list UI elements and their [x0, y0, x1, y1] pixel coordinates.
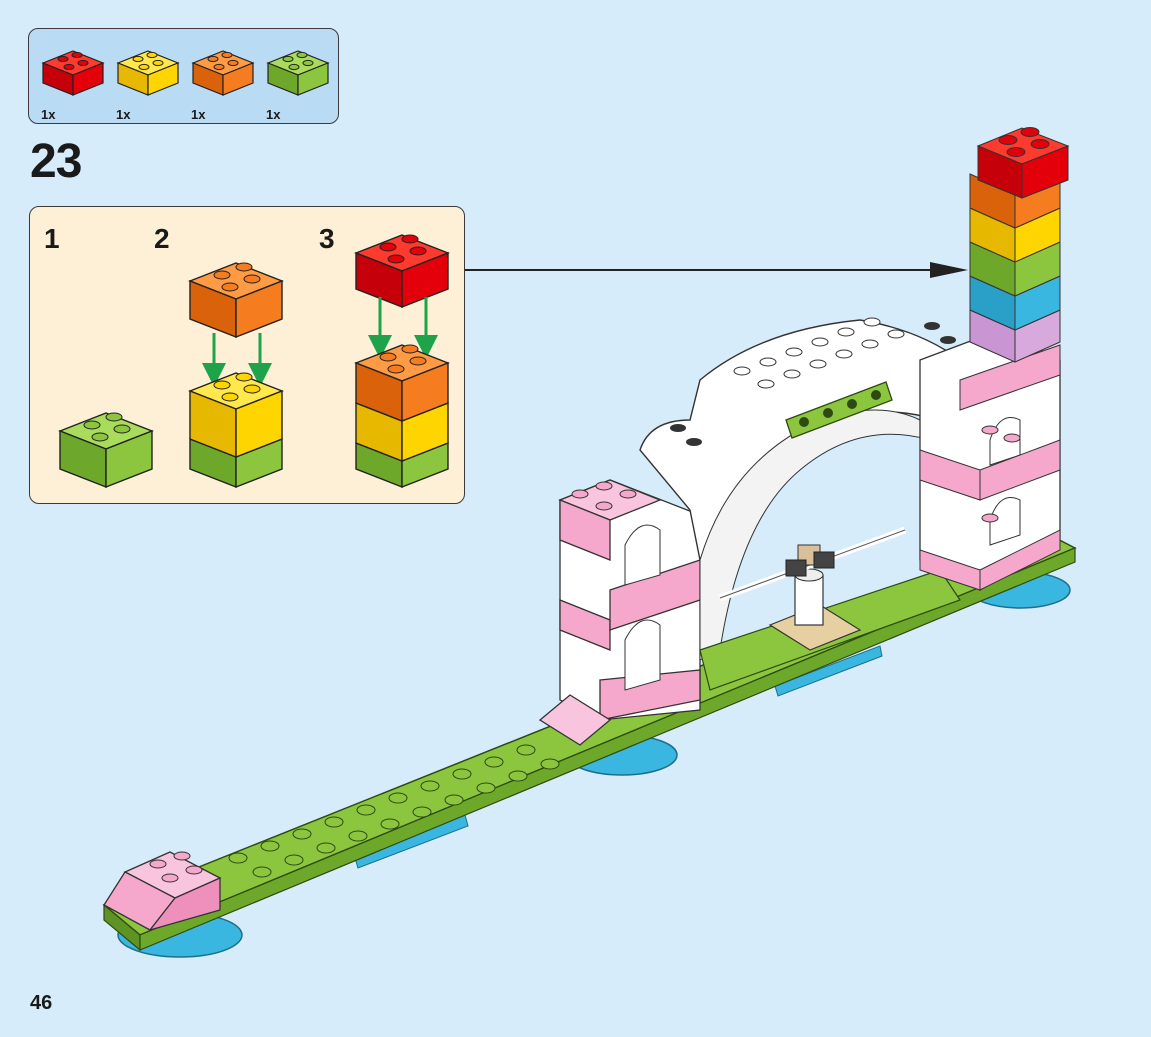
part-red-brick: 1x: [41, 41, 105, 119]
part-lime-brick: 1x: [266, 41, 330, 119]
red-brick-icon: [356, 235, 448, 307]
yellow-lime-stack-icon: [190, 373, 282, 487]
page-number: 46: [30, 992, 52, 1015]
substep-panel: 1 2 3: [29, 206, 465, 504]
substep-illustration: [30, 207, 466, 505]
base-studs: [229, 745, 559, 877]
pink-end-block: [104, 852, 220, 930]
lime-brick-icon: [60, 413, 152, 487]
part-qty: 1x: [41, 107, 55, 122]
part-qty: 1x: [266, 107, 280, 122]
spinner-mechanism: [720, 530, 905, 650]
step-number: 23: [30, 134, 81, 189]
red-brick-icon: [41, 41, 105, 103]
yellow-brick-icon: [116, 41, 180, 103]
part-qty: 1x: [191, 107, 205, 122]
orange-yellow-lime-stack-icon: [356, 345, 448, 487]
lime-brick-icon: [266, 41, 330, 103]
orange-brick-icon: [191, 41, 255, 103]
right-arch-tower: [920, 330, 1060, 590]
arch-floor: [700, 570, 960, 690]
orange-brick-icon: [190, 263, 282, 337]
left-arch-tower: [540, 480, 700, 745]
rainbow-column: [970, 128, 1068, 363]
white-arch: [640, 318, 960, 660]
parts-list: 1x 1x 1x: [28, 28, 339, 124]
part-yellow-brick: 1x: [116, 41, 180, 119]
lime-beam: [786, 382, 892, 438]
part-orange-brick: 1x: [191, 41, 255, 119]
part-qty: 1x: [116, 107, 130, 122]
lime-base-plate: [104, 530, 1075, 950]
azure-round-plates: [118, 572, 1070, 957]
